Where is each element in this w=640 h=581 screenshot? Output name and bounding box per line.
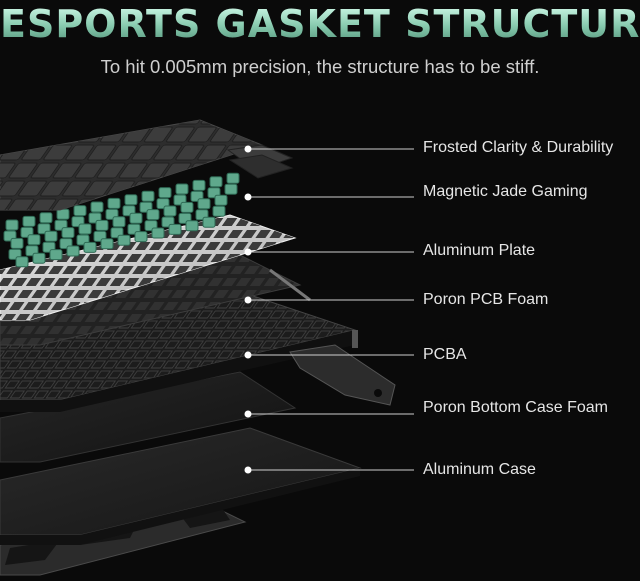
switch-stem <box>83 241 97 253</box>
switch-stem <box>180 201 194 213</box>
switch-stem <box>151 227 165 239</box>
switch-stem <box>39 212 53 224</box>
switch-stem <box>15 256 29 268</box>
switch-stem <box>129 212 143 224</box>
label-aluminum-plate: Aluminum Plate <box>423 242 536 259</box>
switch-stem <box>44 230 58 242</box>
switch-stem <box>78 223 92 235</box>
switch-stem <box>212 205 226 217</box>
switch-stem <box>95 219 109 231</box>
switch-stem <box>197 198 211 210</box>
switch-stem <box>124 194 138 206</box>
label-jade-switches: Magnetic Jade Gaming <box>423 183 588 200</box>
switch-stem <box>141 190 155 202</box>
switch-stem <box>163 205 177 217</box>
label-poron-bottom-foam: Poron Bottom Case Foam <box>423 399 608 416</box>
switch-stem <box>27 234 41 246</box>
switch-stem <box>107 197 121 209</box>
switch-stem <box>117 234 131 246</box>
callout-dots <box>244 145 252 474</box>
page-subtitle: To hit 0.005mm precision, the structure … <box>100 56 540 77</box>
aluminum-case-layer <box>0 427 362 545</box>
switch-stem <box>175 183 189 195</box>
switch-stem <box>146 209 160 221</box>
page-title: ESPORTS GASKET STRUCTURE <box>0 2 640 46</box>
switch-stem <box>209 176 223 188</box>
switch-stem <box>66 245 80 257</box>
switch-stem <box>32 252 46 264</box>
switch-stem <box>224 183 238 195</box>
label-poron-pcb-foam: Poron PCB Foam <box>423 291 549 308</box>
switch-stem <box>61 227 75 239</box>
switch-stem <box>73 205 87 217</box>
switch-stem <box>56 208 70 220</box>
switch-stem <box>158 187 172 199</box>
keycap-layer <box>0 119 294 211</box>
switch-stem <box>22 215 36 227</box>
switch-stem <box>90 201 104 213</box>
switch-stem <box>202 216 216 228</box>
pcba-layer <box>0 294 396 412</box>
switch-stem <box>185 220 199 232</box>
switch-stem <box>49 249 63 261</box>
switch-stem <box>226 172 240 184</box>
switch-stem <box>10 237 24 249</box>
switch-stem <box>5 219 19 231</box>
switch-stem <box>214 194 228 206</box>
switch-stem <box>100 238 114 250</box>
label-frosted-keycaps: Frosted Clarity & Durability <box>423 139 614 156</box>
callout-lines <box>250 148 414 471</box>
label-aluminum-case: Aluminum Case <box>423 461 536 478</box>
label-pcba: PCBA <box>423 346 467 363</box>
switch-stem <box>192 179 206 191</box>
switch-stem <box>112 216 126 228</box>
switch-stem <box>134 231 148 243</box>
jade-switch-layer <box>3 172 240 268</box>
switch-stem <box>168 223 182 235</box>
